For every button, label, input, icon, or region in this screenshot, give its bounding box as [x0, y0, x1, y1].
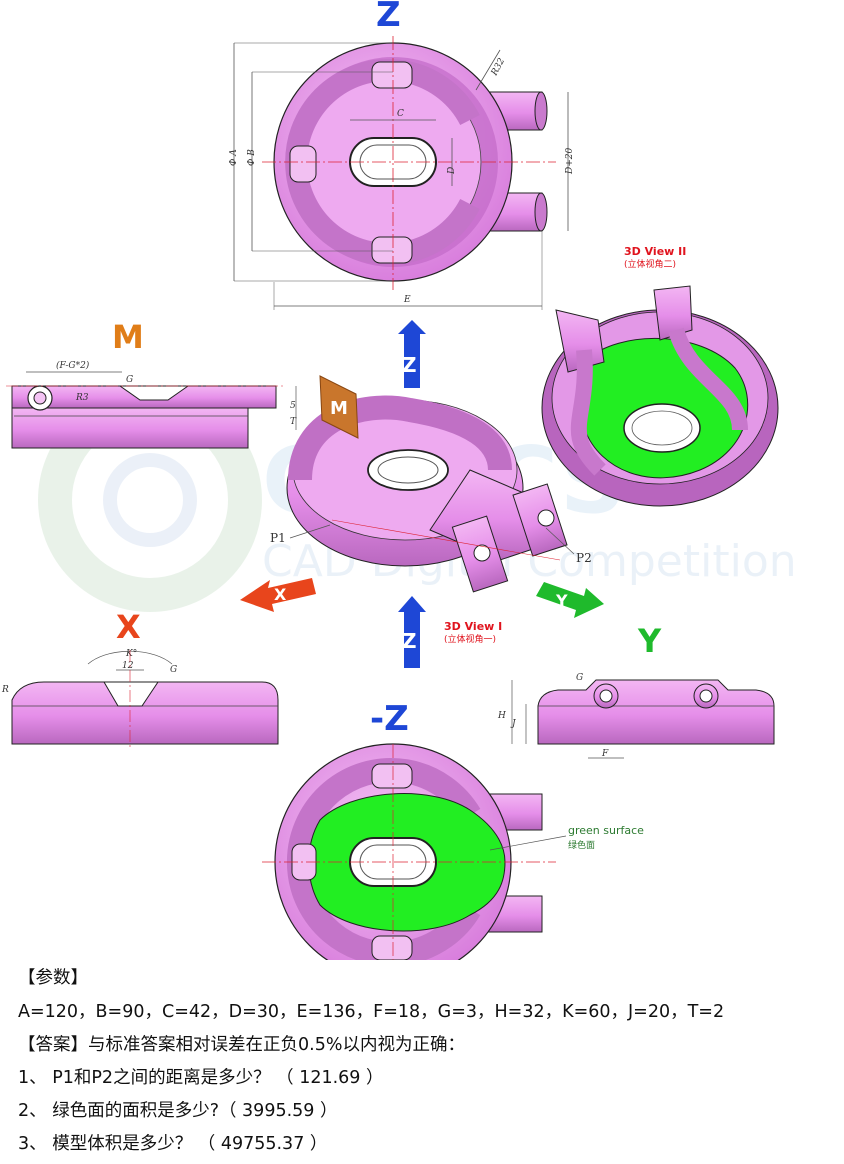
z-top-view: Z Φ A Φ B C D D+20: [229, 0, 575, 310]
x-view-label: X: [116, 608, 141, 646]
dim-five: 5: [290, 401, 296, 411]
answer-title: 【答案】与标准答案相对误差在正负0.5%以内视为正确：: [18, 1035, 465, 1055]
y-view-label: Y: [637, 622, 662, 660]
dim-b: Φ B: [247, 149, 257, 166]
dim-g-y: G: [576, 673, 583, 683]
m-section-view: M (F-G*2) G R3 5 T: [6, 318, 297, 449]
dim-e: E: [403, 295, 411, 305]
green-surface-label-cn: 绿色面: [568, 839, 595, 851]
dim-r3: R3: [75, 393, 89, 403]
view2-label-en: 3D View II: [624, 245, 686, 258]
minus-z-arrow-label: Z: [402, 629, 417, 653]
p2-label: P2: [576, 551, 592, 565]
dim-g-m: G: [126, 375, 133, 385]
p1-label: P1: [270, 531, 286, 545]
dim-h: H: [497, 711, 506, 721]
x-side-view: X K° 12 G R: [1, 608, 279, 750]
view1-label-cn: (立体视角一): [444, 633, 496, 645]
view2-label-cn: (立体视角二): [624, 258, 676, 270]
view1-label-en: 3D View I: [444, 620, 502, 633]
dim-f: F: [601, 749, 609, 759]
question-1: 1、 P1和P2之间的距离是多少？ （ 121.69 ）: [18, 1068, 384, 1088]
dim-c: C: [397, 109, 404, 119]
dim-12: 12: [122, 661, 134, 671]
dim-fg2: (F-G*2): [56, 360, 90, 371]
dim-t: T: [290, 417, 297, 427]
minus-z-view-label: -Z: [370, 699, 409, 739]
dim-d: D: [447, 167, 457, 175]
question-2: 2、 绿色面的面积是多少?（ 3995.59 ）: [18, 1101, 338, 1121]
dim-d20: D+20: [565, 148, 575, 175]
green-surface-label-en: green surface: [568, 824, 644, 837]
m-marker-label: M: [330, 398, 348, 419]
view-arrows: Z Z X Y 3D View I (立体视角一): [240, 320, 604, 668]
z-arrow-label: Z: [402, 353, 417, 377]
params-title: 【参数】: [18, 968, 88, 988]
dim-k: K°: [125, 649, 137, 659]
m-view-label: M: [112, 318, 144, 356]
dim-j: J: [510, 719, 517, 729]
z-view-label: Z: [376, 0, 401, 35]
3d-view-i: P1 P2 M: [270, 375, 592, 593]
dim-g-x: G: [170, 665, 177, 675]
dim-r: R: [1, 685, 9, 695]
dim-a: Φ A: [229, 149, 239, 166]
dim-r32: R32: [489, 56, 507, 78]
y-arrow-label: Y: [555, 591, 568, 610]
3d-view-ii: 3D View II (立体视角二): [541, 245, 779, 507]
params-values: A=120，B=90，C=42，D=30，E=136，F=18，G=3，H=32…: [18, 1002, 725, 1022]
x-arrow-label: X: [274, 585, 287, 604]
engineering-drawing: CATICS CAD Digital Competition Z Φ A: [1, 0, 797, 960]
y-side-view: Y H J G F: [497, 622, 775, 759]
question-3: 3、 模型体积是多少？ （ 49755.37 ）: [18, 1134, 328, 1154]
minus-z-bottom-view: -Z green surface 绿色面: [262, 699, 644, 960]
